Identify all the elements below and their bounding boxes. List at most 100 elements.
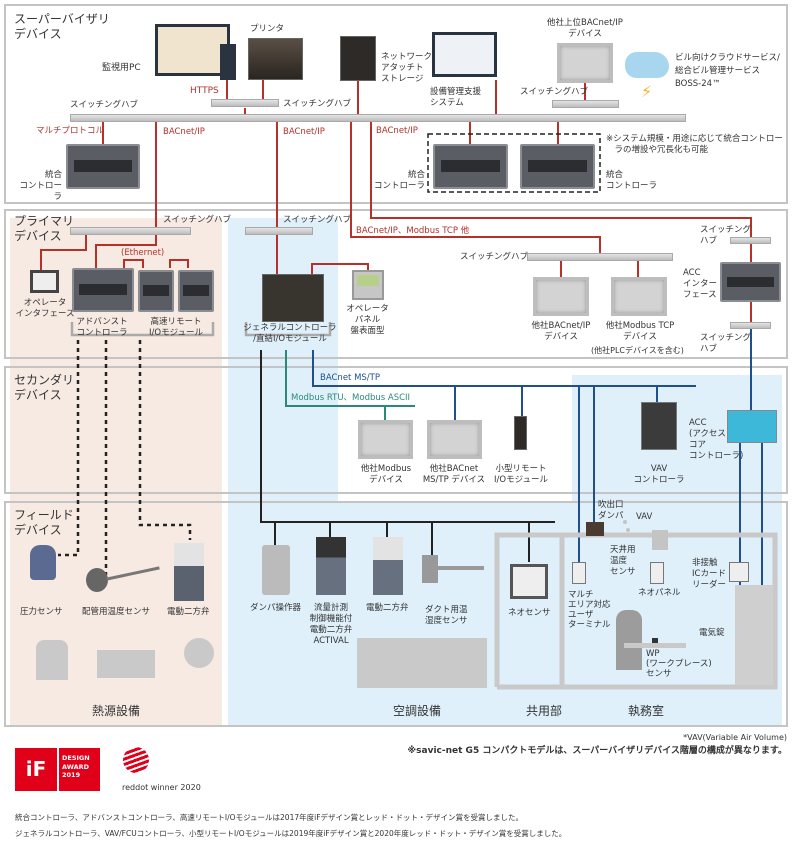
label-hub-left: スイッチングハブ: [70, 100, 139, 110]
label-bacnet-ip-3: BACnet/IP: [376, 126, 418, 136]
label-advanced-controller: アドバンスト コントローラ: [76, 317, 128, 338]
category-hvac: 空調設備: [393, 704, 442, 718]
advanced-controller: [72, 268, 134, 312]
integrated-controller-2: [433, 144, 508, 189]
ic-card-reader: [729, 562, 749, 582]
pressure-sensor: [30, 545, 56, 580]
duct-sensor-probe: [438, 566, 484, 570]
neo-panel: [650, 562, 664, 584]
motor-valve-2: [373, 537, 403, 595]
tier-supervisory: [4, 4, 788, 204]
line-adv: [95, 235, 157, 268]
desk: [624, 643, 686, 648]
acc-interface: [720, 262, 781, 302]
category-common-area: 共用部: [526, 704, 563, 718]
line-opif: [40, 235, 87, 270]
facility-pc: [432, 32, 497, 77]
third-party-upper-device: [557, 43, 613, 83]
monitor-pc: [155, 24, 230, 76]
pipe-temperature-sensor: [86, 568, 108, 592]
label-neo-panel: ネオパネル: [638, 588, 681, 598]
damper-actuator: [262, 545, 290, 595]
tier-primary: [4, 209, 788, 359]
label-third-modbus: 他社Modbus デバイス: [360, 464, 412, 485]
line-mstp: [312, 350, 696, 387]
switching-hub-acc-top: [730, 237, 771, 244]
lightning-icon: ⚡: [641, 82, 653, 101]
label-remote-io: 高速リモート I/Oモジュール: [149, 317, 203, 338]
third-party-modbus-device: [358, 420, 413, 459]
switching-hub-main: [70, 114, 686, 122]
line-oppanel: [311, 263, 369, 276]
third-party-modbus-tcp-device: [611, 277, 667, 316]
switching-hub-acc-bottom: [730, 322, 771, 329]
label-facility-system: 設備管理支援 システム: [430, 87, 482, 108]
label-ceiling-sensor: 天井用 温度 センサ: [610, 545, 636, 577]
vav-controller: [641, 402, 677, 450]
category-office: 執務室: [628, 704, 665, 718]
motor-valve-1: [174, 543, 204, 601]
actival-valve: [316, 537, 346, 595]
printer: [248, 38, 303, 80]
label-hub-right: スイッチングハブ: [520, 87, 589, 97]
tier-title-secondary: セカンダリ デバイス: [14, 373, 75, 402]
office-worker-icon: [616, 610, 642, 670]
label-integrated-controller-2: 統合 コントローラ: [373, 170, 425, 191]
label-neo-sensor: ネオセンサ: [508, 608, 551, 618]
switching-hub-primary-2: [245, 227, 313, 235]
third-party-bacnet-mstp-device: [427, 420, 482, 459]
vav-duct: [622, 520, 668, 550]
label-general-controller: ジェネラルコントローラ /直結I/Oモジュール: [243, 323, 337, 344]
dashed-pressure: [58, 340, 80, 557]
label-primary-hub-1: スイッチングハブ: [163, 215, 232, 225]
label-multi-protocol: マルチプロトコル: [36, 126, 105, 136]
reddot-caption: reddot winner 2020: [122, 783, 201, 792]
label-https: HTTPS: [190, 86, 219, 96]
duct-sensor: [422, 555, 438, 583]
tier-title-supervisory: スーパーバイザリ デバイス: [14, 12, 110, 41]
label-ic-card-reader: 非接触 ICカード リーダー: [692, 558, 727, 590]
label-cloud-service: ビル向けクラウドサービス/ 総合ビル管理サービス BOSS-24™: [675, 53, 780, 89]
label-small-remote-io: 小型リモート I/Oモジュール: [494, 464, 548, 485]
label-bacnet-modbus-tcp: BACnet/IP、Modbus TCP 他: [356, 226, 470, 236]
if-design-award-logo: iF DESIGN AWARD 2019: [15, 748, 100, 791]
neo-sensor: [510, 564, 548, 599]
door: [735, 585, 773, 685]
award-line-1: 統合コントローラ、アドバンストコントローラ、高速リモートI/Oモジュールは201…: [15, 813, 524, 822]
label-vav-controller: VAV コントローラ: [633, 464, 685, 485]
label-operator-panel: オペレータ パネル 盤表面型: [346, 304, 389, 336]
pump-icon: [184, 638, 214, 668]
operator-panel: [352, 270, 384, 300]
label-hub-acc-bottom: スイッチング ハブ: [700, 333, 752, 354]
label-bacnet-ip-2: BACnet/IP: [283, 127, 325, 137]
acc-controller: [727, 410, 777, 443]
label-plc-note: (他社PLCデバイスを含む): [591, 346, 684, 355]
label-third-bacnet-ip: 他社BACnet/IP デバイス: [531, 321, 591, 342]
label-acc-interface: ACC インター フェース: [683, 268, 718, 300]
label-operator-interface: オペレータ インタフェース: [15, 298, 75, 319]
if-logo-text: DESIGN AWARD 2019: [59, 748, 100, 791]
label-damper-actuator: ダンパ操作器: [250, 603, 302, 613]
label-hub-acc-top: スイッチング ハブ: [700, 225, 752, 246]
third-party-bacnet-ip-device: [533, 277, 589, 316]
label-motor-valve-2: 電動二方弁: [366, 603, 409, 613]
label-primary-hub-2: スイッチングハブ: [283, 215, 352, 225]
nas: [340, 36, 376, 81]
switching-hub-small-center: [211, 99, 279, 107]
vav-note: *VAV(Variable Air Volume): [683, 733, 787, 742]
operator-interface: [30, 270, 59, 293]
multi-area-terminal: [572, 562, 586, 584]
tier-secondary: [4, 366, 788, 494]
label-monitor-pc: 監視用PC: [102, 63, 141, 73]
remote-io-module-1: [138, 270, 174, 312]
switching-hub-small-right: [552, 100, 619, 108]
label-multi-area-terminal: マルチ エリア対応 ユーザ ターミナル: [568, 590, 611, 630]
line-eth: [123, 259, 189, 268]
group-brackets: [70, 322, 332, 337]
line-field: [260, 350, 555, 523]
label-third-bacnet-mstp: 他社BACnet MS/TP デバイス: [422, 464, 486, 485]
line-acc: [370, 122, 752, 322]
label-outlet-damper: 吹出口 ダンパ: [598, 500, 624, 521]
label-actival: 流量計測 制御機能付 電動二方弁 ACTIVAL: [309, 603, 353, 646]
integrated-controller-1: [66, 144, 140, 189]
